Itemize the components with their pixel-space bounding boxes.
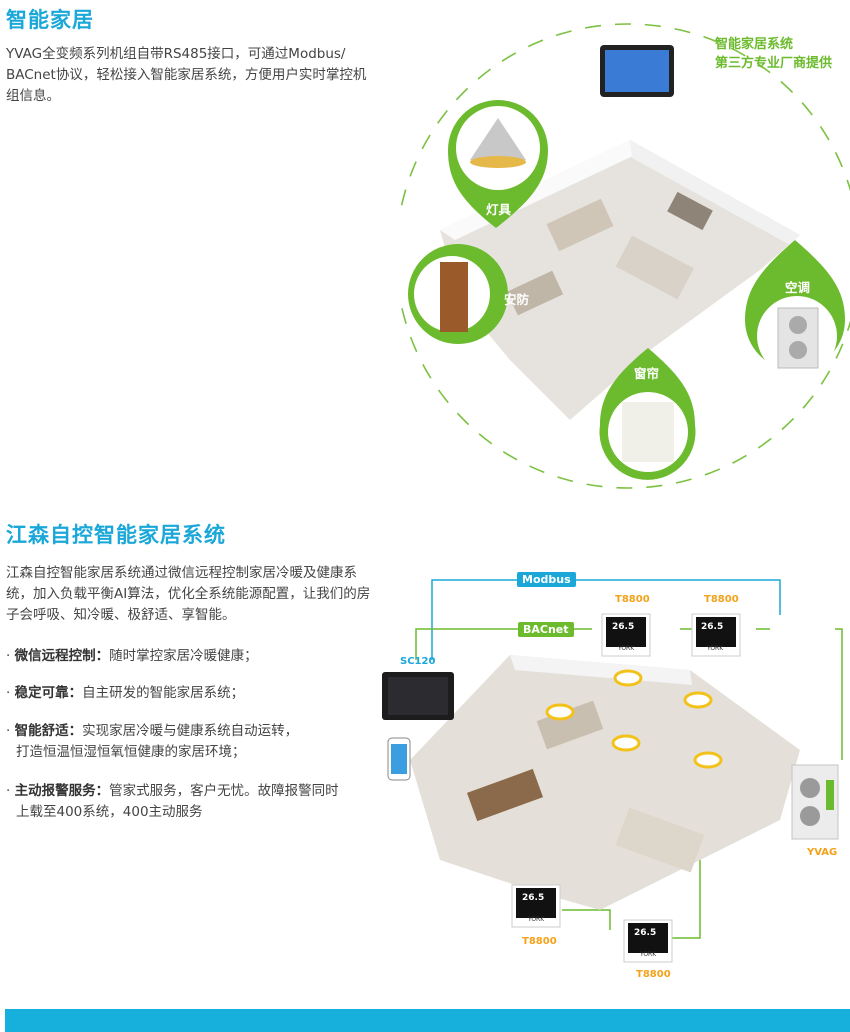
room-furniture xyxy=(536,700,604,750)
t8800-label: T8800 xyxy=(704,594,739,605)
room-furniture xyxy=(615,235,694,300)
bullet-head: 稳定可靠： xyxy=(14,685,83,701)
bullet-text: 上载至400系统，400主动服务 xyxy=(16,804,203,820)
provider-line: 第三方专业厂商提供 xyxy=(715,56,833,71)
curtain-pin xyxy=(599,348,696,480)
bullet-text: 管家式服务，客户无忧。故障报警同时 xyxy=(109,783,339,799)
bacnet-tag: BACnet xyxy=(518,622,574,637)
yvag-label: YVAG xyxy=(807,847,838,858)
indoor-unit-icon xyxy=(693,751,723,769)
section2-paragraph: 江森自控智能家居系统通过微信远程控制家居冷暖及健康系 统，加入负载平衡AI算法，… xyxy=(6,563,416,626)
room-furniture xyxy=(506,270,564,316)
para-line: 组信息。 xyxy=(6,88,60,104)
door-pin xyxy=(408,244,508,344)
pin-label-lamp: 灯具 xyxy=(486,202,512,217)
t8800-thermostat-icon xyxy=(601,613,651,657)
bullet-item: · 智能舒适：实现家居冷暖与健康系统自动运转， xyxy=(6,723,299,739)
system-diagram xyxy=(382,579,843,963)
room-furniture xyxy=(546,198,614,252)
para-line: 子会呼吸、知冷暖、极舒适、享智能。 xyxy=(6,607,236,623)
room-furniture xyxy=(615,807,705,873)
tablet-screen xyxy=(605,50,669,92)
smart-home-illustration xyxy=(400,23,850,489)
thermostat-temp: 26.5 xyxy=(634,928,657,938)
bullet-text: 随时掌控家居冷暖健康； xyxy=(109,648,258,664)
yvag-outdoor-unit-icon xyxy=(791,764,839,840)
pin-label-security: 安防 xyxy=(504,292,530,307)
section2-title: 江森自控智能家居系统 xyxy=(6,523,226,547)
t8800-thermostat-icon xyxy=(691,613,741,657)
para-line: YVAG全变频系列机组自带RS485接口，可通过Modbus/ xyxy=(6,46,346,62)
thermostat-temp: 26.5 xyxy=(701,622,724,632)
thermostat-brand: YORK xyxy=(707,645,724,652)
room-furniture xyxy=(466,768,544,822)
ac-pin xyxy=(745,240,845,376)
bullet-head: 微信远程控制： xyxy=(14,648,110,664)
thermostat-brand: YORK xyxy=(528,916,545,923)
indoor-unit-icon xyxy=(613,669,643,687)
pin-label-ac: 空调 xyxy=(785,280,811,295)
bullet-text: 打造恒温恒湿恒氧恒健康的家居环境； xyxy=(16,744,246,760)
thermostat-brand: YORK xyxy=(640,951,657,958)
thermostat-brand: YORK xyxy=(618,645,635,652)
t8800-label: T8800 xyxy=(522,936,557,947)
bullet-item: · 微信远程控制：随时掌控家居冷暖健康； xyxy=(6,648,258,664)
room-furniture xyxy=(667,191,713,231)
para-line: 江森自控智能家居系统通过微信远程控制家居冷暖及健康系 xyxy=(6,565,357,581)
thermostat-temp: 26.5 xyxy=(612,622,635,632)
para-line: BACnet协议，轻松接入智能家居系统，方便用户实时掌控机 xyxy=(6,67,367,83)
section1-paragraph: YVAG全变频系列机组自带RS485接口，可通过Modbus/ BACnet协议… xyxy=(6,44,426,107)
bullet-head: 主动报警服务： xyxy=(14,783,110,799)
house-wall xyxy=(630,140,800,245)
house-floor xyxy=(410,655,800,910)
bullet-text: 自主研发的智能家居系统； xyxy=(82,685,245,701)
provider-line: 智能家居系统 xyxy=(715,37,794,52)
door-icon xyxy=(440,262,468,332)
t8800-label: T8800 xyxy=(615,594,650,605)
lamp-pin xyxy=(448,100,548,228)
para-line: 统，加入负载平衡AI算法，优化全系统能源配置，让我们的房 xyxy=(6,586,371,602)
t8800-thermostat-icon xyxy=(623,919,673,963)
bullet-item: · 稳定可靠：自主研发的智能家居系统； xyxy=(6,685,245,701)
footer-bar xyxy=(5,1009,850,1032)
dashed-ring xyxy=(400,23,850,489)
indoor-unit-icon xyxy=(683,691,713,709)
curtain-icon xyxy=(622,402,674,462)
t8800-thermostat-icon xyxy=(511,884,561,928)
pin-label-curtain: 窗帘 xyxy=(634,366,660,381)
modbus-tag: Modbus xyxy=(517,572,576,587)
bullet-item: · 主动报警服务：管家式服务，客户无忧。故障报警同时 xyxy=(6,783,339,799)
indoor-unit-icon xyxy=(611,734,641,752)
sc120-label: SC120 xyxy=(400,656,436,667)
provider-note: 智能家居系统 第三方专业厂商提供 xyxy=(715,35,832,73)
indoor-unit-icon xyxy=(545,703,575,721)
modbus-line xyxy=(431,579,781,660)
t8800-label: T8800 xyxy=(636,969,671,980)
thermostat-temp: 26.5 xyxy=(522,893,545,903)
lamp-icon xyxy=(470,118,526,160)
bullet-head: 智能舒适： xyxy=(14,723,83,739)
bullet-text: 实现家居冷暖与健康系统自动运转， xyxy=(82,723,299,739)
section1-title: 智能家居 xyxy=(6,8,94,32)
